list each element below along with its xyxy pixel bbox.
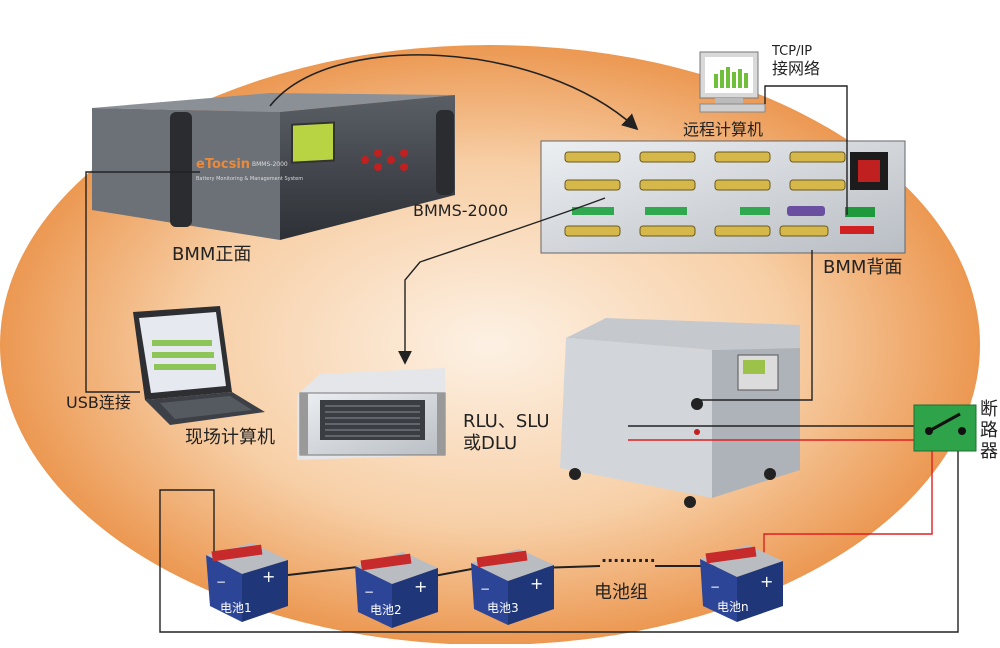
battery-2-minus: −	[364, 585, 375, 599]
cabinet-unit	[560, 318, 800, 508]
arrow-front-to-back	[269, 54, 639, 131]
label-breaker-2: 路	[980, 420, 998, 441]
wire-battery-loop	[159, 450, 959, 633]
rlu-device	[297, 368, 446, 460]
label-breaker-3: 器	[980, 441, 998, 462]
bmm-front-device: eTocsin BMMS-2000 Battery Monitoring & M…	[92, 93, 455, 240]
label-bmm-front: BMM正面	[172, 244, 252, 265]
arrow-back-to-rlu	[398, 197, 606, 365]
label-breaker-1: 断	[980, 399, 998, 420]
front-keypad	[361, 149, 408, 171]
label-bmms-2000: BMMS-2000	[413, 201, 509, 220]
wire-network	[764, 85, 848, 215]
label-remote-computer: 远程计算机	[683, 120, 764, 139]
label-field-computer: 现场计算机	[185, 427, 275, 448]
front-brand-text: eTocsin	[196, 157, 250, 172]
battery-1-minus: −	[216, 575, 227, 589]
label-battery-group: 电池组	[594, 582, 648, 603]
battery-3-plus: +	[530, 574, 544, 593]
front-subtitle-text: Battery Monitoring & Management System	[196, 176, 303, 182]
wire-usb	[85, 171, 200, 393]
label-battery-3: 电池3	[487, 601, 519, 615]
label-ellipsis: ·········	[601, 551, 656, 570]
label-tcp-ip: TCP/IP	[772, 44, 813, 59]
battery-2-plus: +	[414, 577, 428, 596]
field-laptop	[133, 306, 265, 425]
breaker-box	[913, 404, 977, 452]
label-bmm-back: BMM背面	[823, 257, 903, 278]
wire-back-to-cabinet	[700, 250, 813, 401]
label-network-connection: 接网络	[772, 59, 821, 78]
front-model-text: BMMS-2000	[252, 161, 288, 168]
label-battery-1: 电池1	[220, 601, 252, 615]
battery-1	[206, 543, 288, 622]
label-rlu-slu: RLU、SLU	[463, 411, 550, 432]
label-or-dlu: 或DLU	[463, 433, 518, 454]
battery-3-minus: −	[480, 582, 491, 596]
battery-3	[471, 549, 554, 625]
label-usb-connection: USB连接	[66, 393, 131, 412]
bmm-back-panel	[540, 140, 906, 254]
battery-n	[700, 545, 783, 622]
battery-n-minus: −	[710, 580, 721, 594]
battery-1-plus: +	[262, 567, 276, 586]
label-battery-n: 电池n	[717, 600, 749, 614]
label-battery-2: 电池2	[370, 603, 402, 617]
remote-computer	[699, 51, 766, 113]
battery-2	[355, 552, 438, 628]
battery-n-plus: +	[760, 572, 774, 591]
